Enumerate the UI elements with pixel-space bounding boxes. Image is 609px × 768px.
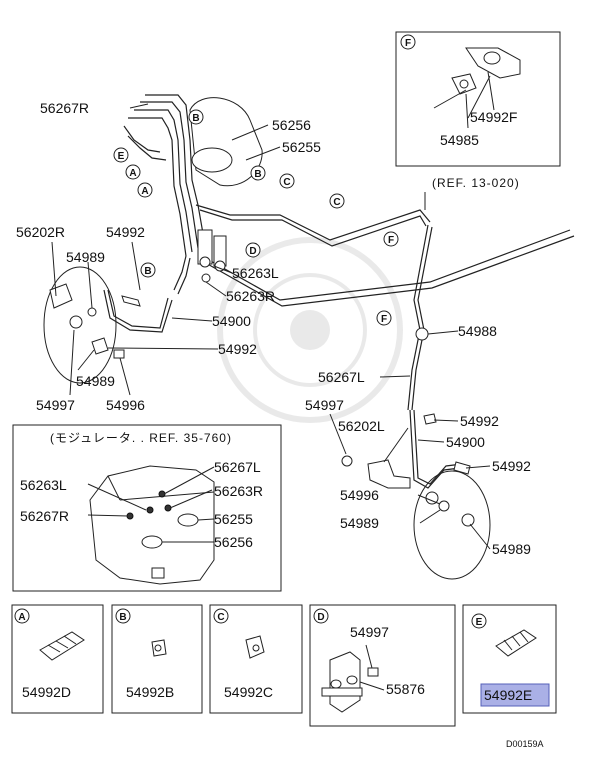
detail-a-clip (39, 631, 85, 661)
watermark-emblem (217, 237, 403, 423)
callout-f-upper: F (383, 231, 399, 247)
label-56267R-top: 56267R (40, 100, 89, 116)
label-56267L-inset: 56267L (214, 459, 261, 475)
label-54997-right: 54997 (305, 397, 344, 413)
svg-text:C: C (283, 177, 290, 188)
leader-lines (51, 75, 491, 550)
diagram-code: D00159A (506, 739, 544, 749)
label-56256-top: 56256 (272, 117, 311, 133)
label-54996-left: 54996 (106, 397, 145, 413)
ref-modulator-label: (モジュレータ. . REF. 35-760) (50, 431, 232, 445)
svg-text:E: E (476, 617, 483, 628)
label-56263R-top: 56263R (226, 288, 275, 304)
detail-d-bracket (321, 644, 385, 713)
label-56263R-inset: 56263R (214, 483, 263, 499)
callout-f-inset: F (400, 34, 416, 50)
brake-pipe-assembly (123, 94, 575, 411)
callout-c-1: C (279, 173, 295, 189)
label-56267R-inset: 56267R (20, 508, 69, 524)
label-54989-upper-left: 54989 (66, 249, 105, 265)
label-56202L: 56202L (338, 418, 385, 434)
highlight-54992E (480, 683, 550, 707)
svg-text:D: D (249, 246, 256, 257)
label-54900-left: 54900 (212, 313, 251, 329)
callout-d: D (245, 242, 261, 258)
callout-c-2: C (329, 193, 345, 209)
inset-f-clip-drawing (451, 47, 521, 129)
label-54992C: 54992C (224, 684, 273, 700)
label-54989-far-right: 54989 (492, 541, 531, 557)
detail-box-a (11, 604, 104, 714)
label-56263L-inset: 56263L (20, 477, 67, 493)
svg-text:F: F (388, 235, 394, 246)
svg-text:B: B (144, 266, 151, 277)
detail-e-clip (495, 629, 537, 657)
label-56255-inset: 56255 (214, 511, 253, 527)
label-54992-upper-left: 54992 (106, 224, 145, 240)
detail-d-callout: D (313, 608, 329, 624)
detail-b-callout: B (115, 608, 131, 624)
svg-text:E: E (118, 151, 125, 162)
label-56256-inset: 56256 (214, 534, 253, 550)
svg-text:C: C (217, 612, 224, 623)
detail-box-e (462, 604, 557, 714)
label-54996-right: 54996 (340, 487, 379, 503)
label-56202R: 56202R (16, 224, 65, 240)
label-54992B: 54992B (126, 684, 174, 700)
ref-main-label: (REF. 13-020) (432, 176, 520, 190)
label-56267L-main: 56267L (318, 369, 365, 385)
svg-text:A: A (129, 168, 136, 179)
label-56255-top: 56255 (282, 139, 321, 155)
left-wheel-disc (43, 266, 173, 384)
label-54985: 54985 (440, 132, 479, 148)
callout-e: E (113, 147, 129, 163)
callout-b-top: B (188, 109, 204, 125)
abs-unit-top (189, 97, 263, 283)
label-54992-right-upper: 54992 (460, 413, 499, 429)
svg-text:A: A (141, 186, 148, 197)
svg-text:D: D (317, 612, 324, 623)
inset-box-f (395, 31, 561, 167)
label-54992-right-lower: 54992 (492, 458, 531, 474)
detail-b-clip (151, 639, 167, 657)
detail-e-callout: E (471, 613, 487, 629)
svg-text:B: B (254, 169, 261, 180)
label-55876: 55876 (386, 681, 425, 697)
detail-box-c (209, 604, 303, 714)
label-54988: 54988 (458, 323, 497, 339)
label-54997-left: 54997 (36, 397, 75, 413)
callout-b-left: B (140, 262, 156, 278)
callout-b-right: B (250, 165, 266, 181)
label-56263L-top: 56263L (232, 265, 279, 281)
label-54992-left-lower: 54992 (218, 341, 257, 357)
label-54992F: 54992F (470, 109, 517, 125)
label-54997-detail: 54997 (350, 624, 389, 640)
inset-box-modulator (12, 424, 282, 592)
callout-a-2: A (137, 182, 153, 198)
callout-a-1: A (125, 164, 141, 180)
modulator-leader-lines (87, 466, 215, 543)
detail-a-callout: A (14, 608, 30, 624)
svg-text:A: A (18, 612, 25, 623)
detail-c-clip (245, 635, 265, 659)
label-54992D: 54992D (22, 684, 71, 700)
callout-f-lower: F (376, 310, 392, 326)
label-54900-right: 54900 (446, 434, 485, 450)
svg-text:B: B (192, 113, 199, 124)
svg-text:C: C (333, 197, 340, 208)
detail-box-d (309, 604, 456, 727)
detail-box-b (111, 604, 203, 714)
modulator-unit-drawing (89, 465, 215, 585)
svg-text:F: F (381, 314, 387, 325)
label-54989-lower-left: 54989 (76, 373, 115, 389)
detail-c-callout: C (213, 608, 229, 624)
right-wheel-disc (341, 327, 491, 580)
svg-text:F: F (405, 38, 411, 49)
label-54989-right: 54989 (340, 515, 379, 531)
svg-text:B: B (119, 612, 126, 623)
label-54992E: 54992E (484, 687, 532, 703)
